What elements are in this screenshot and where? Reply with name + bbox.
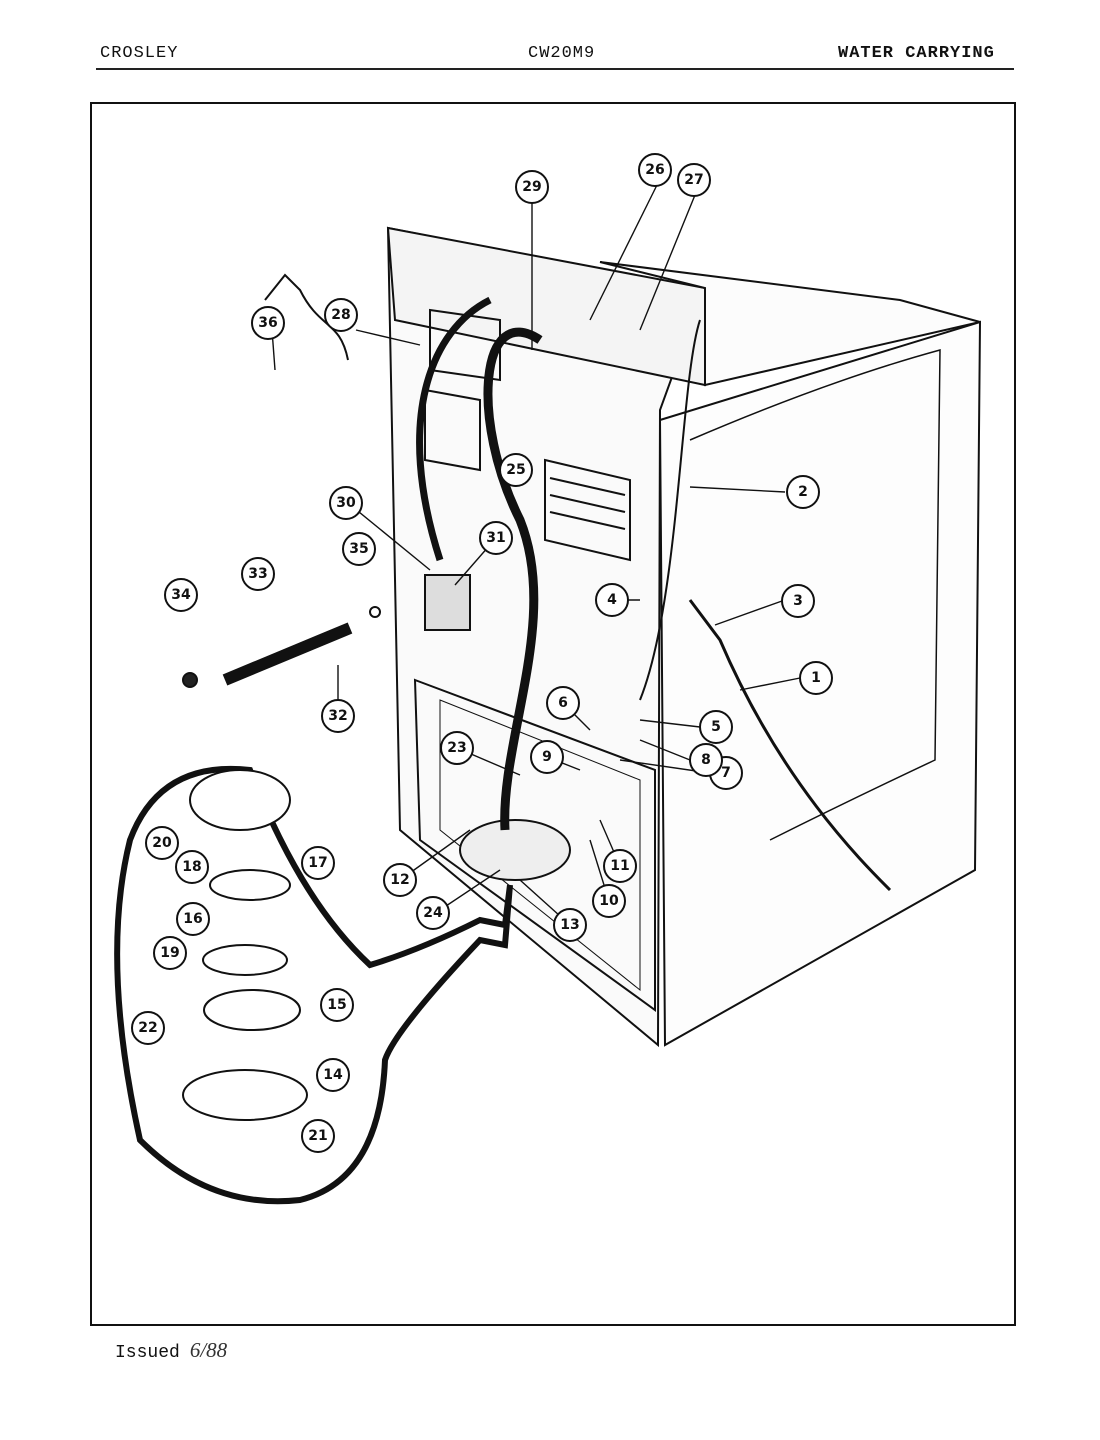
callout-17: 17	[301, 846, 335, 880]
callout-12: 12	[383, 863, 417, 897]
callout-15: 15	[320, 988, 354, 1022]
callout-26: 26	[638, 153, 672, 187]
callout-35: 35	[342, 532, 376, 566]
detail-enclosure	[114, 765, 513, 1205]
callout-3: 3	[781, 584, 815, 618]
issued-label: Issued	[115, 1343, 180, 1363]
callout-label: 16	[183, 911, 202, 927]
callout-label: 26	[645, 162, 664, 178]
callout-label: 29	[522, 179, 541, 195]
callout-22: 22	[131, 1011, 165, 1045]
callout-label: 28	[331, 307, 350, 323]
callout-label: 9	[542, 749, 552, 765]
callout-label: 12	[390, 872, 409, 888]
callout-label: 36	[258, 315, 277, 331]
callout-29: 29	[515, 170, 549, 204]
callout-label: 19	[160, 945, 179, 961]
callout-36: 36	[251, 306, 285, 340]
callout-16: 16	[176, 902, 210, 936]
callout-label: 5	[711, 719, 721, 735]
callout-23: 23	[440, 731, 474, 765]
callout-label: 32	[328, 708, 347, 724]
callout-32: 32	[321, 699, 355, 733]
callout-label: 17	[308, 855, 327, 871]
callout-5: 5	[699, 710, 733, 744]
callout-label: 33	[248, 566, 267, 582]
callout-label: 11	[610, 858, 629, 874]
callout-label: 23	[447, 740, 466, 756]
callout-label: 15	[327, 997, 346, 1013]
leader-lines	[271, 184, 801, 926]
callout-label: 24	[423, 905, 443, 921]
callout-label: 7	[721, 765, 731, 781]
callout-4: 4	[595, 583, 629, 617]
callout-30: 30	[329, 486, 363, 520]
callout-label: 21	[308, 1128, 327, 1144]
callout-18: 18	[175, 850, 209, 884]
callout-34: 34	[164, 578, 198, 612]
callout-label: 30	[336, 495, 356, 511]
issued-stamp: Issued 6/88	[115, 1338, 227, 1363]
callout-label: 18	[182, 859, 201, 875]
callout-14: 14	[316, 1058, 350, 1092]
callout-31: 31	[479, 521, 513, 555]
section-title: WATER CARRYING	[838, 44, 995, 63]
callout-28: 28	[324, 298, 358, 332]
model-number: CW20M9	[528, 44, 596, 63]
loose-parts	[182, 273, 471, 688]
brand-label: CROSLEY	[100, 44, 179, 63]
callout-24: 24	[416, 896, 450, 930]
issued-date: 6/88	[189, 1338, 228, 1362]
callout-label: 13	[560, 917, 579, 933]
callout-10: 10	[592, 884, 626, 918]
callout-label: 6	[558, 695, 568, 711]
callout-label: 14	[323, 1067, 343, 1083]
callout-25: 25	[499, 453, 533, 487]
callout-20: 20	[145, 826, 179, 860]
callout-27: 27	[677, 163, 711, 197]
callout-8: 8	[689, 743, 723, 777]
callout-label: 35	[349, 541, 368, 557]
callout-label: 20	[152, 835, 172, 851]
callout-label: 10	[599, 893, 619, 909]
callout-6: 6	[546, 686, 580, 720]
callout-13: 13	[553, 908, 587, 942]
diagram-frame	[90, 102, 1016, 1326]
callout-label: 27	[684, 172, 703, 188]
callout-label: 22	[138, 1020, 157, 1036]
callout-1: 1	[799, 661, 833, 695]
header-rule	[96, 68, 1014, 70]
callout-33: 33	[241, 557, 275, 591]
callout-label: 34	[171, 587, 191, 603]
callout-label: 25	[506, 462, 525, 478]
callout-21: 21	[301, 1119, 335, 1153]
callout-label: 8	[701, 752, 711, 768]
callout-11: 11	[603, 849, 637, 883]
callout-2: 2	[786, 475, 820, 509]
callout-label: 3	[793, 593, 803, 609]
callout-label: 4	[607, 592, 617, 608]
callout-label: 2	[798, 484, 808, 500]
callout-19: 19	[153, 936, 187, 970]
callout-label: 31	[486, 530, 505, 546]
pump-detail-parts	[182, 769, 308, 1121]
callout-9: 9	[530, 740, 564, 774]
callout-label: 1	[811, 670, 821, 686]
